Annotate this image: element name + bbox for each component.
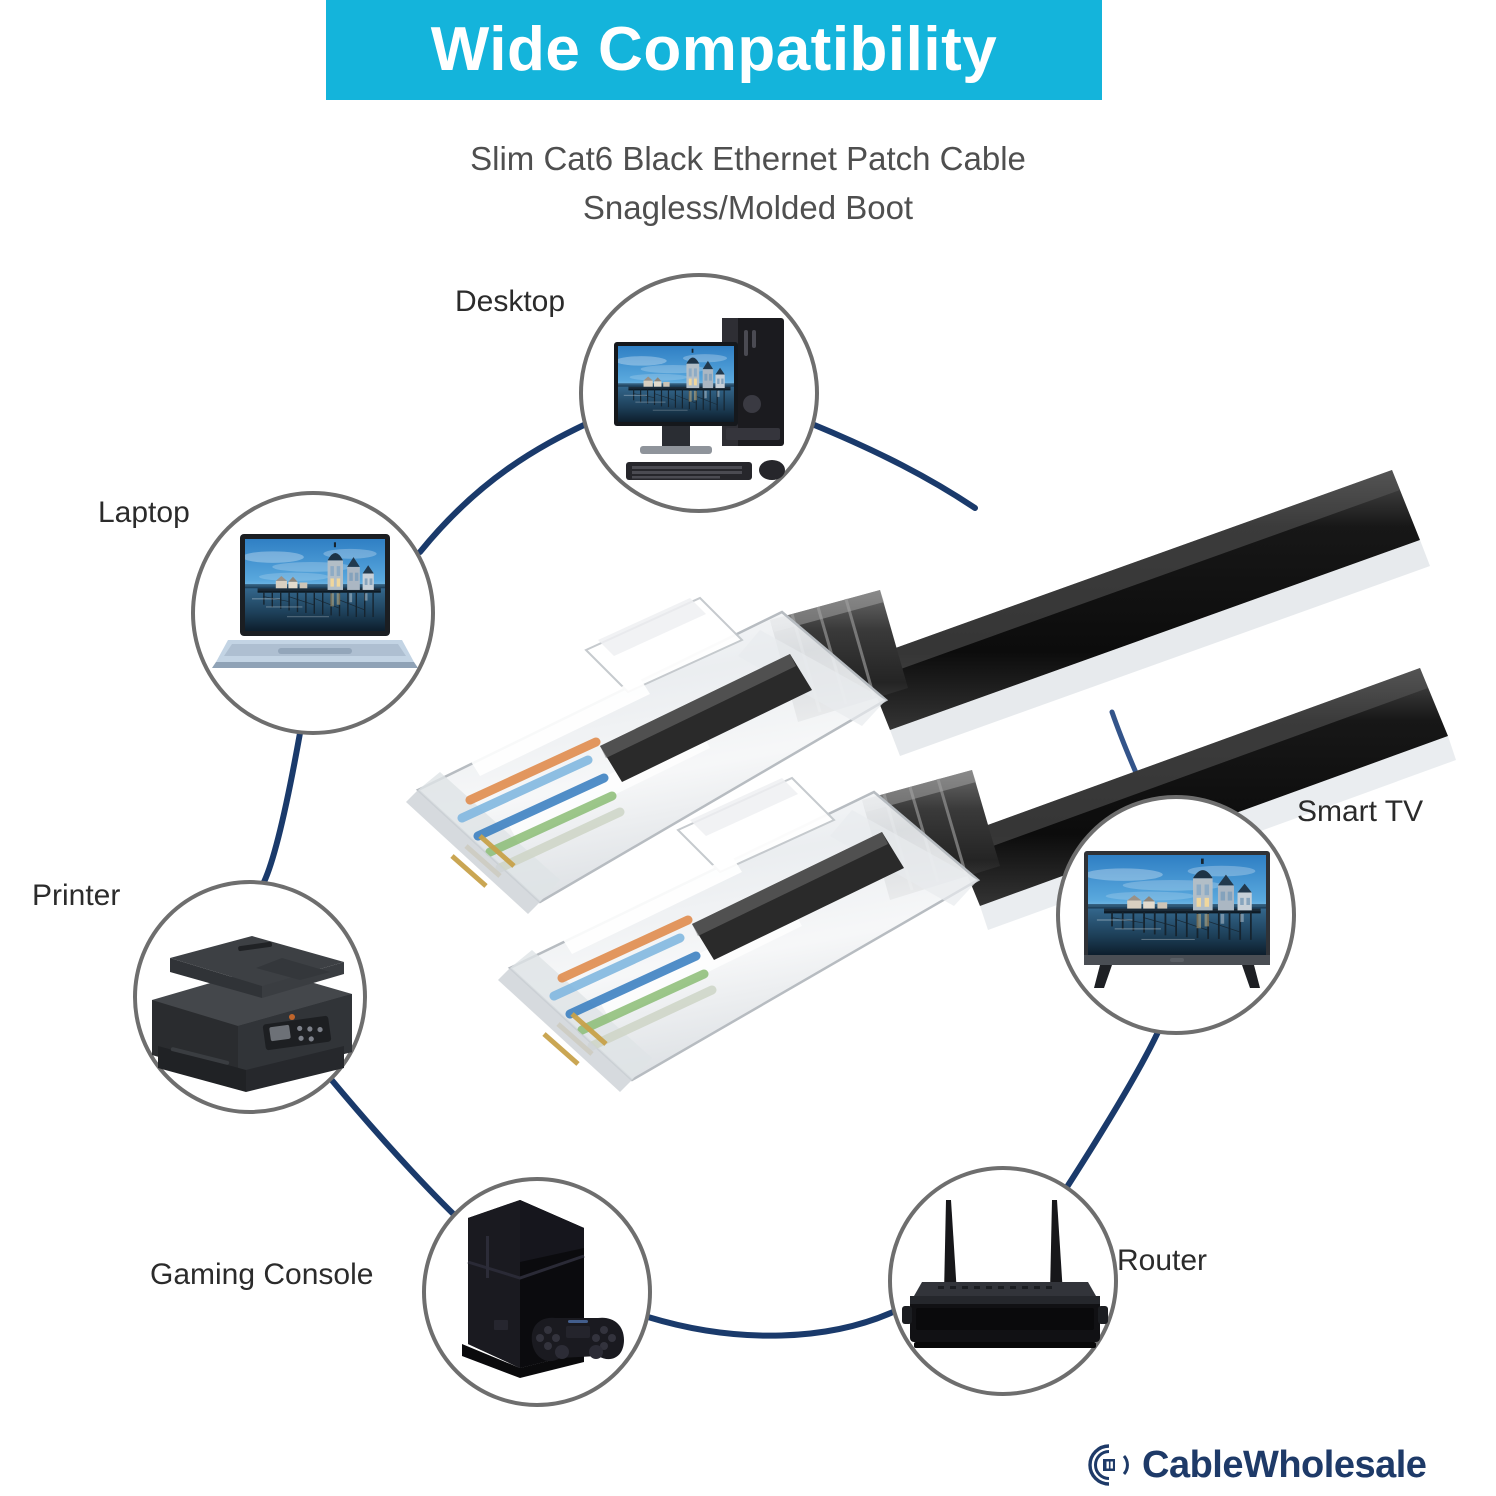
node-router [888, 1166, 1118, 1396]
label-laptop: Laptop [98, 496, 190, 529]
gamepad-icon [531, 1317, 624, 1362]
gaming-console-icon [462, 1200, 624, 1378]
label-desktop: Desktop [455, 285, 566, 318]
printer-icon [152, 936, 352, 1092]
line-desktop-right [809, 421, 978, 511]
label-printer: Printer [32, 879, 121, 912]
smart-tv-icon [1084, 851, 1270, 988]
cable-upper [406, 470, 1430, 914]
page-title: Wide Compatibility [430, 15, 998, 84]
label-router: Router [1117, 1244, 1208, 1277]
node-laptop [191, 491, 435, 735]
rj45-plug-upper [406, 596, 889, 914]
line-printer-console [327, 1075, 471, 1231]
brand-name: CableWholesale [1142, 1444, 1427, 1486]
product-subtitle: Slim Cat6 Black Ethernet Patch Cable Sna… [470, 140, 1026, 226]
line-laptop-printer [261, 730, 303, 885]
brand-logo: CableWholesale [1086, 1442, 1427, 1488]
label-smart-tv: Smart TV [1297, 795, 1424, 828]
cable-lower [498, 668, 1456, 1092]
line-laptop-desktop [417, 421, 589, 555]
connection-lines [261, 421, 1161, 1339]
rj45-plug-lower [498, 776, 981, 1092]
twisted-pairs-upper [457, 737, 625, 873]
line-console-router [645, 1309, 896, 1339]
cablewholesale-emblem-icon [1088, 1444, 1129, 1486]
node-printer [133, 880, 367, 1114]
twisted-pairs-lower [549, 915, 717, 1051]
label-gaming-console: Gaming Console [150, 1258, 374, 1291]
node-gaming-console [422, 1177, 652, 1407]
node-smart-tv [1056, 795, 1296, 1035]
product-image-rj45-cables [406, 470, 1456, 1092]
router-icon [902, 1200, 1108, 1348]
laptop-icon [212, 534, 418, 668]
desktop-icon [614, 318, 785, 480]
node-desktop [579, 273, 819, 513]
line-router-smarttv [1064, 1029, 1161, 1190]
header-banner: Wide Compatibility [326, 0, 1102, 100]
